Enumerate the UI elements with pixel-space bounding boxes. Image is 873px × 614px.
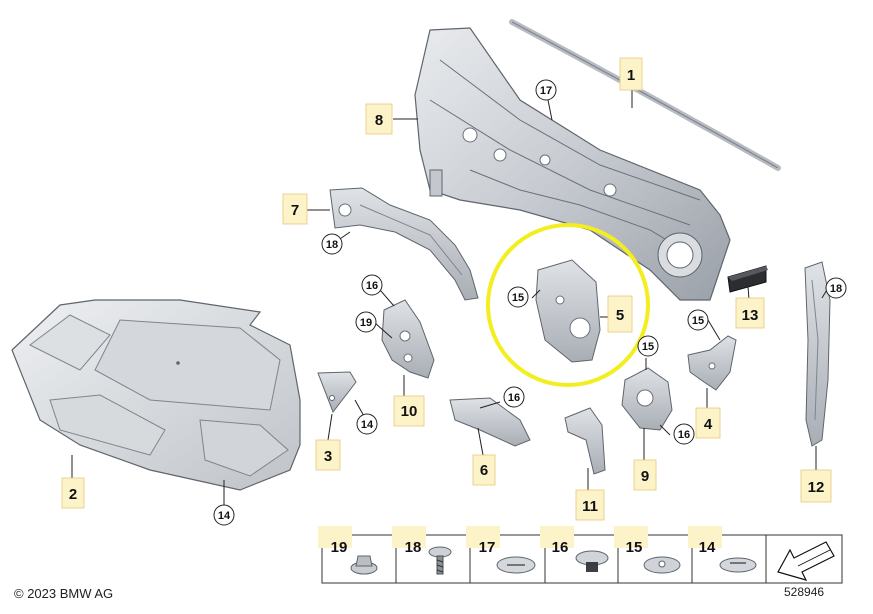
- callout-10: 10: [401, 403, 418, 420]
- part-3-gusset: [317, 371, 357, 414]
- legend-num-17: 17: [479, 539, 496, 556]
- ref-16: 16: [508, 392, 520, 404]
- ref-16: 16: [366, 280, 378, 292]
- highlight-circle: [486, 223, 650, 387]
- legend-num-16: 16: [552, 539, 569, 556]
- arrow-icon: [777, 541, 835, 581]
- legend-num-14: 14: [699, 539, 716, 556]
- callout-1: 1: [627, 67, 635, 84]
- ref-15: 15: [642, 341, 654, 353]
- ref-18: 18: [326, 239, 338, 251]
- part-6-bracket: [449, 397, 531, 447]
- legend-num-18: 18: [405, 539, 422, 556]
- ref-15: 15: [692, 315, 704, 327]
- copyright-text: © 2023 BMW AG: [14, 586, 114, 601]
- legend-num-19: 19: [331, 539, 348, 556]
- part-5-insulation-panel: [535, 259, 601, 363]
- circled-refs: [213, 79, 847, 526]
- legend-tabs: [318, 526, 722, 548]
- ref-15: 15: [512, 292, 524, 304]
- callout-7: 7: [291, 202, 299, 219]
- callout-3: 3: [324, 448, 332, 465]
- ref-16: 16: [678, 429, 690, 441]
- ref-14: 14: [361, 419, 374, 431]
- ref-18: 18: [830, 283, 842, 295]
- expanding-rivet-small-icon: [719, 557, 757, 573]
- callout-4: 4: [704, 416, 713, 433]
- expanding-rivet-icon: [496, 556, 536, 574]
- clip-nut-icon: [643, 556, 681, 574]
- push-rivet-icon: [428, 546, 452, 575]
- part-2-underbody-pad: [11, 299, 301, 491]
- ref-17: 17: [540, 85, 552, 97]
- callout-13: 13: [742, 307, 759, 324]
- callout-8: 8: [375, 112, 383, 129]
- callout-9: 9: [641, 468, 649, 485]
- push-button-clip-icon: [575, 550, 609, 572]
- callout-5: 5: [616, 307, 624, 324]
- part-10-bracket: [381, 299, 435, 379]
- callout-12: 12: [808, 479, 825, 496]
- callout-6: 6: [480, 462, 488, 479]
- hex-flange-nut-icon: [350, 555, 378, 575]
- diagram-id: 528946: [784, 585, 825, 599]
- ref-19: 19: [360, 317, 372, 329]
- part-12-side-seal: [804, 261, 831, 447]
- callout-boxes: [61, 57, 832, 521]
- part-9-bracket: [621, 367, 673, 431]
- part-13-insulation-block: [727, 265, 768, 293]
- ref-14: 14: [218, 510, 231, 522]
- part-1-seal-strip: [509, 19, 781, 171]
- part-8-bulkhead: [414, 27, 731, 301]
- part-4-bracket: [687, 335, 737, 391]
- legend-num-15: 15: [626, 539, 643, 556]
- callout-11: 11: [582, 498, 598, 515]
- part-11-duct: [564, 407, 606, 475]
- callout-2: 2: [69, 486, 77, 503]
- part-7-insulation-arm: [329, 187, 479, 301]
